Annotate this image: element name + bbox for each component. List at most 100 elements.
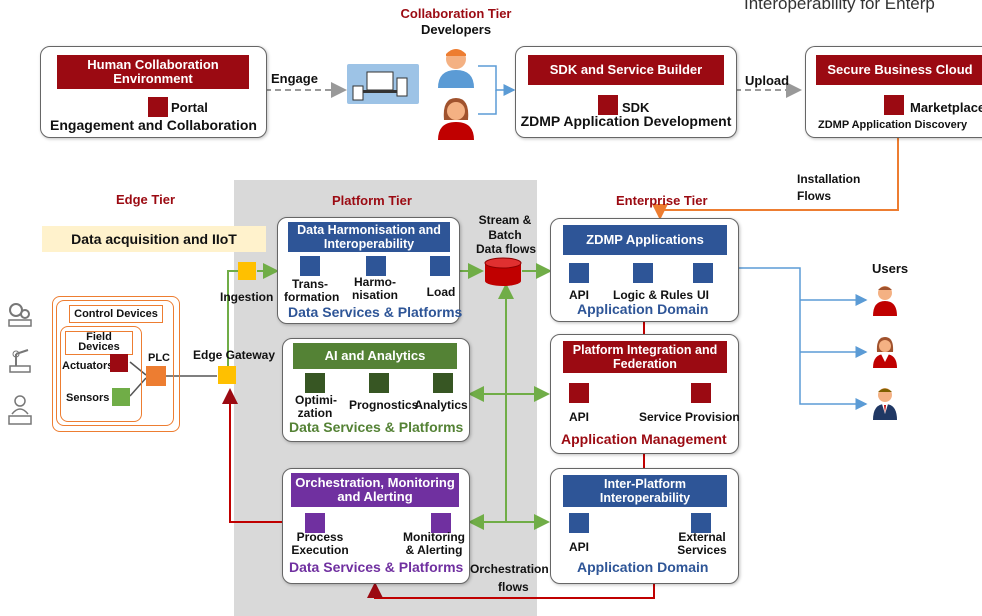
actuator-icon — [110, 354, 128, 372]
pif-api-icon — [569, 383, 589, 403]
developer-male-avatar — [436, 46, 476, 88]
ingestion-icon — [238, 262, 256, 280]
load-icon — [430, 256, 450, 276]
control-devices-label: Control Devices — [69, 305, 163, 323]
load-label: Load — [426, 285, 456, 299]
zdmp-applications-title: ZDMP Applications — [563, 225, 727, 255]
sdk-icon — [598, 95, 618, 115]
harmonisation-label-2: nisation — [352, 288, 399, 302]
analytics-icon — [433, 373, 453, 393]
pif-api-label: API — [568, 410, 589, 424]
actuators-label: Actuators — [62, 360, 114, 372]
ui-label: UI — [697, 288, 709, 302]
orch-flows-label-1: Orchestration — [470, 562, 549, 576]
edge-gateway-label: Edge Gateway — [193, 348, 276, 362]
prognostics-label: Prognostics — [349, 398, 419, 412]
optimization-icon — [305, 373, 325, 393]
ui-icon — [693, 263, 713, 283]
harmonisation-label-1: Harmo- — [353, 275, 396, 289]
platform-integration-title: Platform Integration and Federation — [563, 341, 727, 373]
zdmp-api-icon — [569, 263, 589, 283]
control-devices-box[interactable]: Control Devices — [56, 300, 174, 426]
harmonisation-icon — [366, 256, 386, 276]
pif-footer: Application Management — [561, 431, 727, 447]
field-devices-label-1: Field — [86, 331, 112, 343]
stream-label-3: Data flows — [475, 242, 536, 256]
plc-icon — [146, 366, 166, 386]
ai-analytics-title: AI and Analytics — [293, 343, 457, 369]
sensor-icon — [112, 388, 130, 406]
inter-platform-title: Inter-Platform Interoperability — [563, 475, 727, 507]
sdk-label: SDK — [622, 100, 650, 115]
ipi-footer: Application Domain — [577, 559, 709, 575]
service-provision-icon — [691, 383, 711, 403]
upload-label: Upload — [745, 73, 790, 88]
installation-flows-label-1: Installation — [797, 172, 861, 186]
stream-label-1: Stream & — [478, 213, 532, 227]
orchestration-footer: Data Services & Platforms — [289, 559, 464, 575]
data-harmonisation-title: Data Harmonisation and Interoperability — [288, 222, 450, 252]
data-harmonisation-box[interactable]: Data Harmonisation and Interoperability … — [277, 217, 463, 324]
analytics-label: Analytics — [414, 398, 468, 412]
zdmp-api-label: API — [568, 288, 589, 302]
enterprise-tier-label: Enterprise Tier — [616, 193, 708, 208]
database-icon — [484, 257, 522, 287]
portal-icon — [148, 97, 168, 117]
devices-icon — [347, 64, 419, 104]
collaboration-tier-label: Collaboration Tier — [400, 6, 512, 21]
user-1-avatar — [872, 284, 898, 316]
field-devices-box[interactable]: Field Devices — [60, 326, 142, 422]
control-devices-outer[interactable] — [52, 296, 180, 432]
sensors-label: Sensors — [66, 392, 110, 404]
data-acquisition-banner: Data acquisition and IIoT — [42, 226, 266, 252]
sdk-service-builder-box[interactable]: SDK and Service Builder SDK ZDMP Applica… — [515, 46, 737, 138]
engagement-label: Engagement and Collaboration — [50, 117, 257, 133]
platform-tier-label: Platform Tier — [332, 193, 412, 208]
platform-integration-box[interactable]: Platform Integration and Federation API … — [550, 334, 740, 454]
optimization-label-2: zation — [297, 406, 333, 420]
monitoring-alerting-icon — [431, 513, 451, 533]
secure-business-cloud-box[interactable]: Secure Business Cloud Marketplace ZDMP A… — [805, 46, 982, 138]
service-provision-label: Service Provision — [639, 410, 740, 424]
ingestion-label: Ingestion — [220, 290, 274, 304]
user-3-avatar — [872, 386, 898, 420]
field-devices-label-2: Devices — [78, 341, 120, 353]
ai-footer: Data Services & Platforms — [289, 419, 464, 435]
worker-machine-icon — [6, 392, 34, 428]
optimization-label-1: Optimi- — [295, 393, 337, 407]
ai-analytics-box[interactable]: AI and Analytics Optimi- zation Prognost… — [282, 338, 470, 442]
logic-rules-label: Logic & Rules — [613, 288, 694, 302]
monitoring-label-2: & Alerting — [405, 543, 463, 557]
orchestration-title: Orchestration, Monitoring and Alerting — [291, 473, 459, 507]
engage-label: Engage — [271, 71, 318, 86]
stream-label-2: Batch — [488, 228, 522, 242]
users-label: Users — [872, 261, 909, 276]
page-title: Interoperability for Enterp — [744, 0, 935, 13]
ipi-api-icon — [569, 513, 589, 533]
external-services-icon — [691, 513, 711, 533]
dh-footer: Data Services & Platforms — [288, 304, 463, 320]
human-collaboration-box[interactable]: Human Collaboration Environment Portal E… — [40, 46, 267, 138]
user-2-avatar — [872, 336, 898, 368]
robot-arm-icon — [6, 344, 34, 374]
installation-flows-label-2: Flows — [797, 189, 832, 203]
gears-machine-icon — [6, 300, 34, 328]
orchestration-box[interactable]: Orchestration, Monitoring and Alerting P… — [282, 468, 470, 584]
inter-platform-box[interactable]: Inter-Platform Interoperability API Exte… — [550, 468, 739, 584]
edge-tier-label: Edge Tier — [116, 192, 176, 207]
field-devices-label-box: Field Devices — [65, 331, 133, 355]
prognostics-icon — [369, 373, 389, 393]
transformation-icon — [300, 256, 320, 276]
ipi-api-label: API — [568, 540, 589, 554]
external-services-label-1: External — [678, 530, 726, 544]
external-services-label-2: Services — [677, 543, 727, 557]
process-execution-label-1: Process — [296, 530, 344, 544]
zdmp-app-development-label: ZDMP Application Development — [520, 113, 732, 129]
process-execution-label-2: Execution — [291, 543, 349, 557]
developers-label: Developers — [420, 22, 492, 37]
sdk-builder-title: SDK and Service Builder — [528, 55, 724, 85]
orch-flows-label-2: flows — [498, 580, 529, 594]
zdmp-applications-box[interactable]: ZDMP Applications API Logic & Rules UI A… — [550, 218, 739, 322]
edge-gateway-icon — [218, 366, 236, 384]
